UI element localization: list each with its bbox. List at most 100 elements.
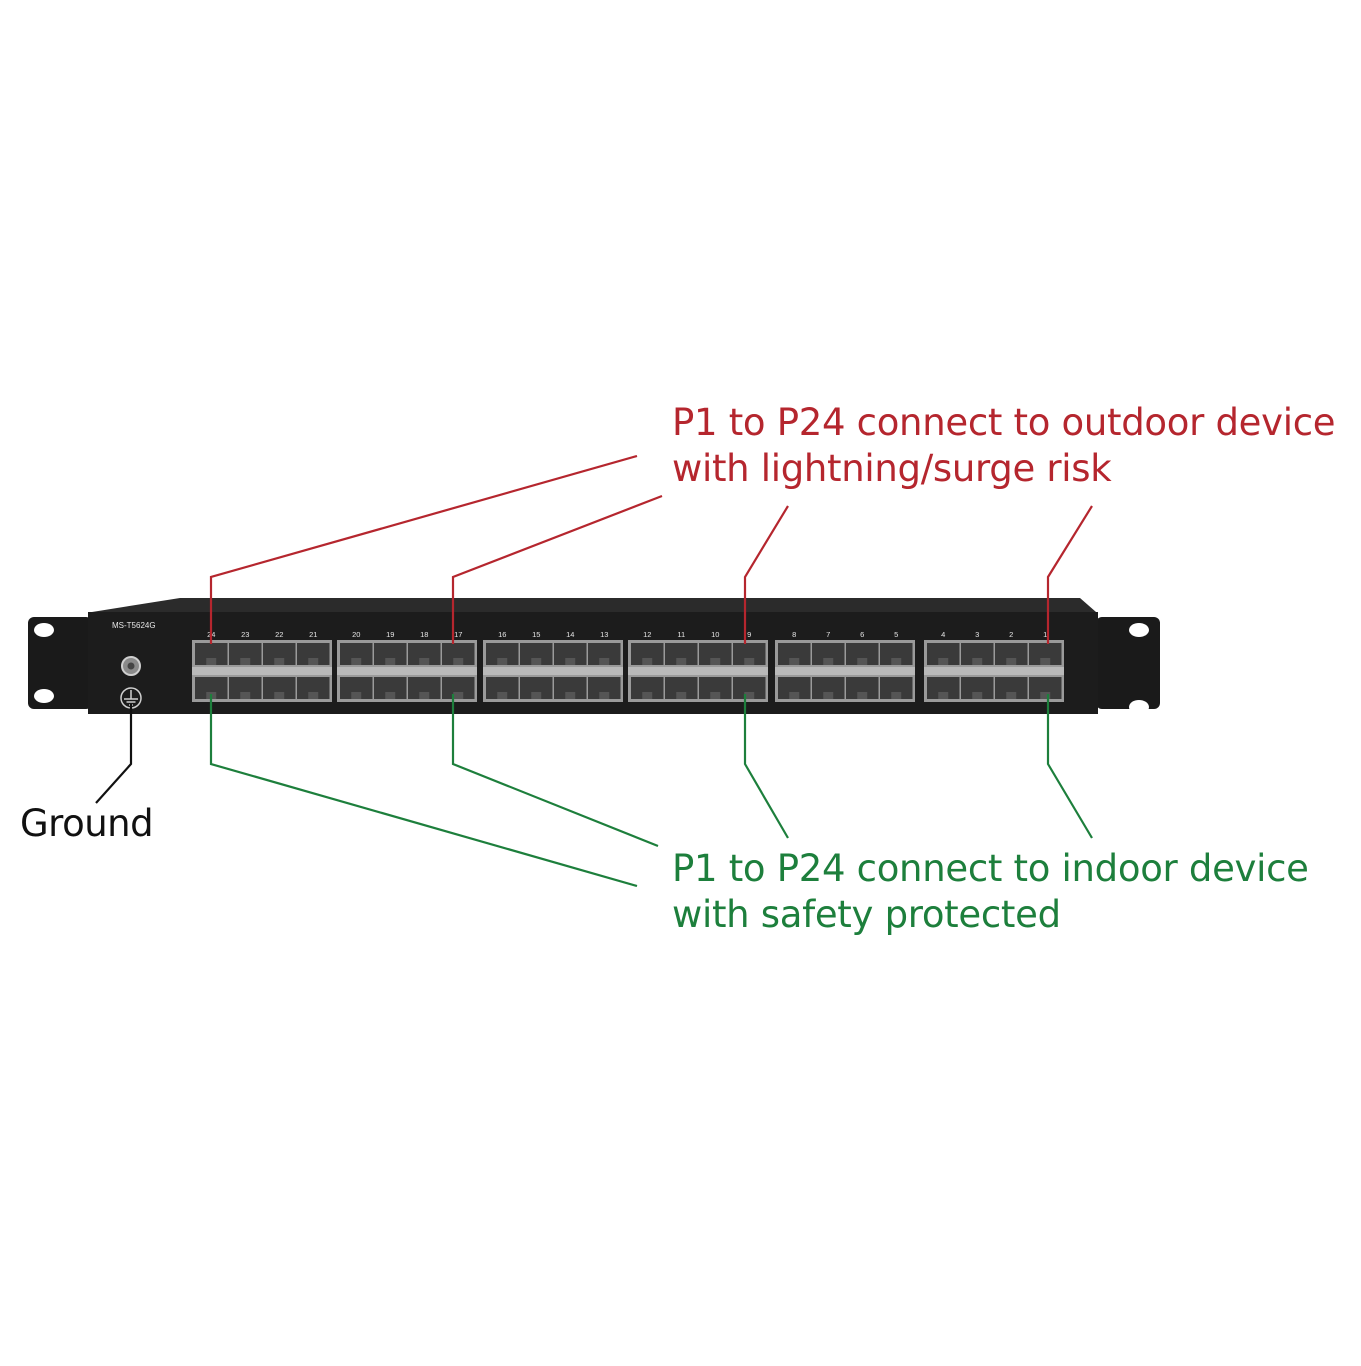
- port-jack-indoor[interactable]: [1029, 677, 1062, 699]
- port-latch: [891, 692, 902, 699]
- port-jack-outdoor[interactable]: [927, 643, 960, 665]
- port-jack-outdoor[interactable]: [486, 643, 519, 665]
- ground-label: Ground: [20, 802, 154, 845]
- port-jack-outdoor[interactable]: [588, 643, 621, 665]
- port-latch: [453, 658, 464, 665]
- port-divider: [192, 667, 332, 675]
- port-jack-indoor[interactable]: [927, 677, 960, 699]
- port-latch: [385, 692, 396, 699]
- indoor-leader-p9: [743, 694, 789, 839]
- port-number-label: 21: [309, 630, 317, 639]
- port-jack-outdoor[interactable]: [340, 643, 373, 665]
- port-jack-outdoor[interactable]: [880, 643, 913, 665]
- port-jack-indoor[interactable]: [374, 677, 407, 699]
- port-jack-indoor[interactable]: [340, 677, 373, 699]
- port-jack-outdoor[interactable]: [408, 643, 441, 665]
- port-jack-indoor[interactable]: [442, 677, 475, 699]
- port-jack-indoor[interactable]: [588, 677, 621, 699]
- port-jack-outdoor[interactable]: [812, 643, 845, 665]
- port-jack-indoor[interactable]: [733, 677, 766, 699]
- port-jack-outdoor[interactable]: [195, 643, 228, 665]
- port-jack-outdoor[interactable]: [442, 643, 475, 665]
- port-latch: [531, 692, 542, 699]
- port-number-label: 16: [498, 630, 506, 639]
- port-latch: [1006, 692, 1017, 699]
- port-jack-indoor[interactable]: [297, 677, 330, 699]
- port-latch: [1040, 658, 1051, 665]
- port-jack-indoor[interactable]: [631, 677, 664, 699]
- indoor-leader-p17: [451, 694, 659, 848]
- port-jack-outdoor[interactable]: [846, 643, 879, 665]
- port-latch: [676, 692, 687, 699]
- port-number-label: 12: [643, 630, 651, 639]
- port-number-label: 13: [600, 630, 608, 639]
- port-jack-indoor[interactable]: [880, 677, 913, 699]
- indoor-callout-line1: P1 to P24 connect to indoor device: [672, 847, 1309, 890]
- port-jack-outdoor[interactable]: [665, 643, 698, 665]
- port-latch: [385, 658, 396, 665]
- port-latch: [453, 692, 464, 699]
- port-number-label: 6: [860, 630, 864, 639]
- port-jack-outdoor[interactable]: [699, 643, 732, 665]
- port-jack-outdoor[interactable]: [1029, 643, 1062, 665]
- indoor-leader-p24: [209, 694, 638, 888]
- port-latch: [823, 658, 834, 665]
- port-jack-indoor[interactable]: [812, 677, 845, 699]
- chassis-top: [92, 598, 1096, 612]
- port-jack-indoor[interactable]: [778, 677, 811, 699]
- port-latch: [938, 658, 949, 665]
- port-latch: [744, 692, 755, 699]
- port-jack-indoor[interactable]: [554, 677, 587, 699]
- port-jack-indoor[interactable]: [408, 677, 441, 699]
- port-jack-outdoor[interactable]: [554, 643, 587, 665]
- port-latch: [308, 692, 319, 699]
- port-jack-indoor[interactable]: [229, 677, 262, 699]
- port-latch: [497, 692, 508, 699]
- port-jack-indoor[interactable]: [665, 677, 698, 699]
- port-group: [775, 640, 915, 702]
- port-jack-outdoor[interactable]: [733, 643, 766, 665]
- port-jack-outdoor[interactable]: [263, 643, 296, 665]
- port-number-label: 22: [275, 630, 283, 639]
- port-jack-outdoor[interactable]: [995, 643, 1028, 665]
- port-jack-indoor[interactable]: [699, 677, 732, 699]
- port-latch: [676, 658, 687, 665]
- port-jack-outdoor[interactable]: [374, 643, 407, 665]
- model-label: MS-T5624G: [112, 621, 156, 630]
- port-latch: [1040, 692, 1051, 699]
- port-jack-indoor[interactable]: [995, 677, 1028, 699]
- port-latch: [351, 658, 362, 665]
- port-group: [483, 640, 623, 702]
- port-latch: [565, 692, 576, 699]
- port-jack-indoor[interactable]: [195, 677, 228, 699]
- port-jack-outdoor[interactable]: [961, 643, 994, 665]
- port-divider: [775, 667, 915, 675]
- port-divider: [337, 667, 477, 675]
- port-latch: [531, 658, 542, 665]
- port-jack-indoor[interactable]: [846, 677, 879, 699]
- port-number-label: 3: [975, 630, 979, 639]
- outdoor-leader-lines: [209, 454, 1093, 644]
- port-jack-outdoor[interactable]: [297, 643, 330, 665]
- port-jack-indoor[interactable]: [520, 677, 553, 699]
- port-latch: [240, 658, 251, 665]
- port-jack-outdoor[interactable]: [520, 643, 553, 665]
- port-number-label: 7: [826, 630, 830, 639]
- port-latch: [419, 692, 430, 699]
- port-number-label: 14: [566, 630, 574, 639]
- port-jack-outdoor[interactable]: [631, 643, 664, 665]
- port-jack-outdoor[interactable]: [778, 643, 811, 665]
- outdoor-callout: P1 to P24 connect to outdoor device with…: [672, 400, 1336, 492]
- port-number-label: 17: [454, 630, 462, 639]
- port-latch: [710, 658, 721, 665]
- port-jack-indoor[interactable]: [961, 677, 994, 699]
- port-latch: [972, 692, 983, 699]
- port-latch: [744, 658, 755, 665]
- outdoor-leader-p1: [1046, 505, 1093, 644]
- port-jack-indoor[interactable]: [486, 677, 519, 699]
- port-latch: [274, 658, 285, 665]
- ground-screw-icon: [121, 656, 141, 676]
- port-jack-indoor[interactable]: [263, 677, 296, 699]
- port-jack-outdoor[interactable]: [229, 643, 262, 665]
